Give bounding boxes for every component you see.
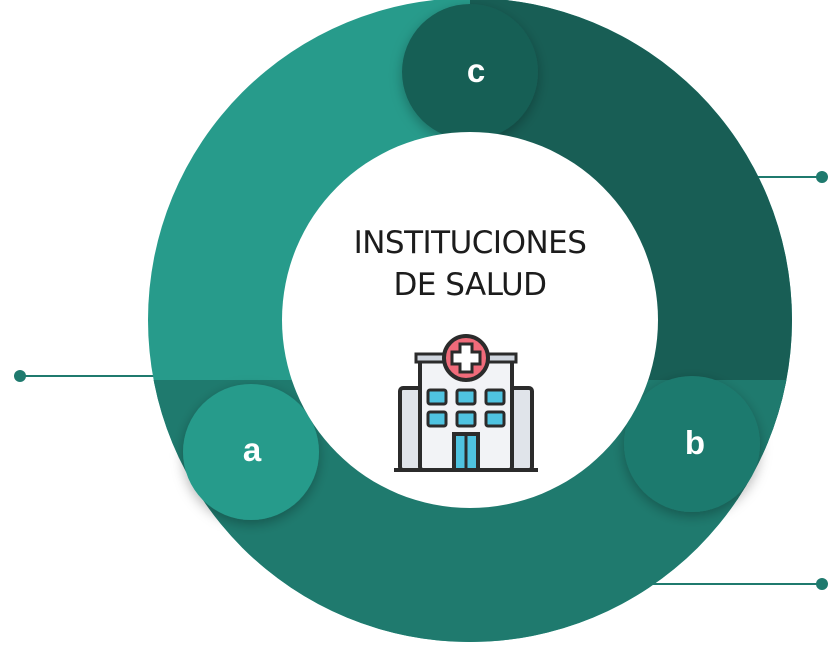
segment-label-b: b <box>684 424 706 461</box>
center-title-line1: INSTITUCIONES <box>353 225 587 261</box>
segment-b-cap <box>624 376 760 512</box>
connector-right-bottom <box>640 578 828 590</box>
center-title-line2: DE SALUD <box>393 267 547 303</box>
hospital-building-icon <box>394 334 538 472</box>
center-title: INSTITUCIONES DE SALUD <box>300 222 640 306</box>
segment-c-cap <box>402 4 538 140</box>
connector-left <box>14 370 160 382</box>
segment-label-c: c <box>466 52 486 89</box>
segment-label-a: a <box>242 431 262 468</box>
center-circle <box>282 132 658 508</box>
segment-a-cap <box>183 384 319 520</box>
